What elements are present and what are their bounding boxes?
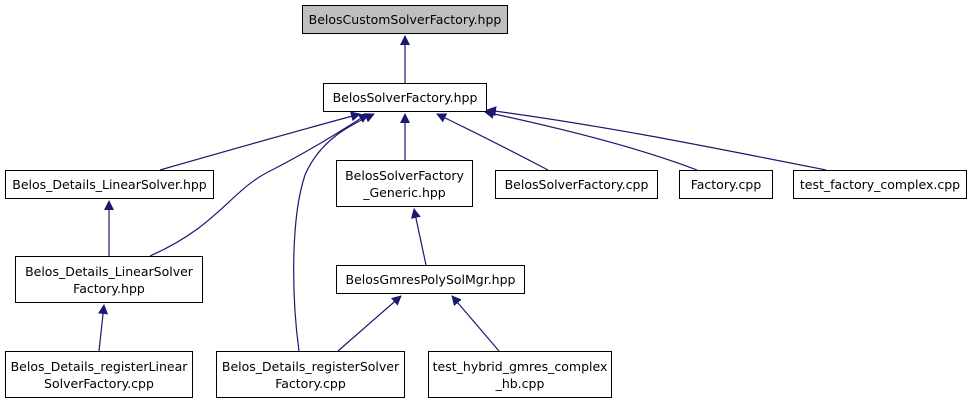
node-label-line: test_factory_complex.cpp bbox=[799, 177, 961, 192]
edges-layer bbox=[98, 35, 827, 352]
node-label-line: Factory.cpp bbox=[690, 177, 762, 192]
node-label-line: BelosSolverFactory.cpp bbox=[504, 177, 649, 192]
node-label-line: SolverFactory.cpp bbox=[44, 375, 154, 391]
node-label-line: Belos_Details_registerLinear bbox=[10, 358, 188, 374]
node-linear-solver[interactable]: Belos_Details_LinearSolver.hpp bbox=[5, 170, 214, 199]
edge-gmres_poly-to-factory_generic bbox=[410, 208, 427, 266]
edge-linear_solver_factory-to-solver_factory bbox=[149, 113, 369, 257]
edge-linear_solver-to-solver_factory bbox=[159, 111, 361, 171]
node-label-line: Belos_Details_LinearSolver.hpp bbox=[12, 177, 207, 192]
edge-solver_factory_cpp-to-solver_factory bbox=[436, 113, 549, 171]
node-test-hybrid-gmres[interactable]: test_hybrid_gmres_complex_hb.cpp bbox=[428, 351, 612, 398]
node-factory-cpp[interactable]: Factory.cpp bbox=[679, 170, 773, 199]
node-label-line: Factory.hpp bbox=[73, 280, 145, 296]
node-label-line: Belos_Details_registerSolver bbox=[221, 358, 400, 374]
node-label-line: BelosSolverFactory.hpp bbox=[332, 90, 478, 105]
edge-factory_cpp-to-solver_factory bbox=[484, 108, 698, 171]
node-custom-factory[interactable]: BelosCustomSolverFactory.hpp bbox=[302, 5, 508, 34]
node-label-line: BelosCustomSolverFactory.hpp bbox=[308, 12, 502, 27]
node-label-line: Belos_Details_LinearSolver bbox=[25, 263, 193, 279]
node-factory-generic[interactable]: BelosSolverFactory_Generic.hpp bbox=[336, 160, 473, 207]
edge-register_solver-to-gmres_poly bbox=[337, 295, 402, 352]
edge-register_solver-to-solver_factory bbox=[293, 113, 375, 352]
node-solver-factory[interactable]: BelosSolverFactory.hpp bbox=[323, 83, 487, 112]
node-label-line: BelosSolverFactory bbox=[345, 167, 464, 183]
edge-register_linear-to-linear_solver_factory bbox=[98, 304, 108, 352]
node-solver-factory-cpp[interactable]: BelosSolverFactory.cpp bbox=[495, 170, 658, 199]
node-gmres-poly[interactable]: BelosGmresPolySolMgr.hpp bbox=[336, 265, 525, 294]
edge-test_factory_complex-to-solver_factory bbox=[486, 106, 827, 171]
node-label-line: _Generic.hpp bbox=[363, 184, 446, 200]
node-label-line: Factory.cpp bbox=[275, 375, 346, 391]
edge-test_hybrid_gmres-to-gmres_poly bbox=[451, 295, 500, 352]
node-label-line: test_hybrid_gmres_complex bbox=[432, 358, 608, 374]
node-label-line: BelosGmresPolySolMgr.hpp bbox=[345, 272, 516, 287]
node-label-line: _hb.cpp bbox=[495, 375, 545, 391]
node-test-factory-complex[interactable]: test_factory_complex.cpp bbox=[793, 170, 967, 199]
